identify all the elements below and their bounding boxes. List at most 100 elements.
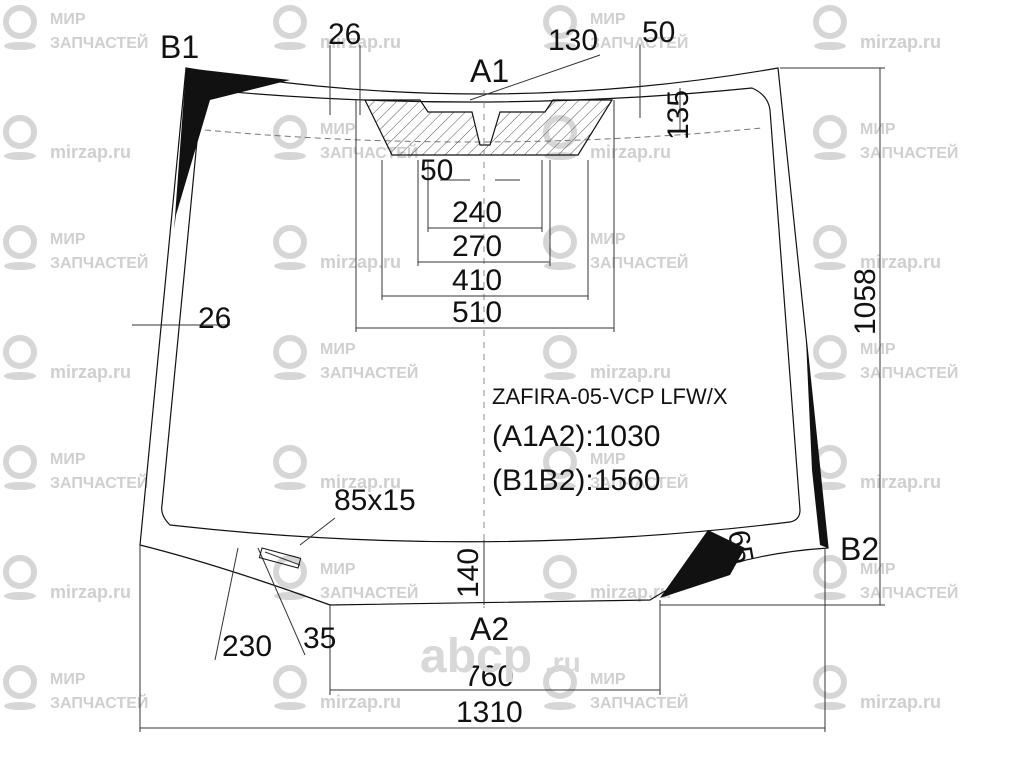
pin-base-shape bbox=[814, 702, 846, 710]
frit-right bbox=[806, 340, 828, 548]
abcp-logo: abcp .ru bbox=[420, 630, 581, 683]
location-pin-icon bbox=[813, 555, 847, 589]
location-pin-icon bbox=[543, 555, 577, 589]
pin-base-shape bbox=[4, 262, 36, 270]
location-pin-icon bbox=[273, 555, 307, 589]
pin-base-shape bbox=[4, 372, 36, 380]
location-pin-icon bbox=[813, 115, 847, 149]
watermark-tile: МИР ЗАПЧАСТЕЙ bbox=[3, 225, 148, 272]
watermark-mirzap: mirzap.ru bbox=[860, 472, 941, 492]
label-area bbox=[258, 547, 302, 569]
pin-base-shape bbox=[274, 482, 306, 490]
dim-width-1310: 1310 bbox=[456, 696, 523, 729]
watermark-zapchastey: ЗАПЧАСТЕЙ bbox=[50, 33, 148, 52]
dim-85x15: 85x15 bbox=[334, 484, 416, 517]
location-pin-icon bbox=[273, 115, 307, 149]
watermark-zapchastey: ЗАПЧАСТЕЙ bbox=[860, 583, 958, 602]
model-code: ZAFIRA-05-VCP LFW/X bbox=[492, 384, 728, 409]
watermark-zapchastey: ЗАПЧАСТЕЙ bbox=[860, 363, 958, 382]
watermark-mir: МИР bbox=[320, 121, 356, 138]
watermark-tile: mirzap.ru bbox=[273, 225, 401, 272]
watermark-mirzap: mirzap.ru bbox=[320, 252, 401, 272]
point-b1: B1 bbox=[160, 29, 199, 65]
location-pin-icon bbox=[813, 665, 847, 699]
watermark-tile: МИР ЗАПЧАСТЕЙ bbox=[543, 445, 688, 492]
location-pin-icon bbox=[543, 335, 577, 369]
location-pin-icon bbox=[543, 225, 577, 259]
watermark-zapchastey: ЗАПЧАСТЕЙ bbox=[320, 583, 418, 602]
watermark-mirzap: mirzap.ru bbox=[50, 362, 131, 382]
pin-base-shape bbox=[544, 592, 576, 600]
watermark-zapchastey: ЗАПЧАСТЕЙ bbox=[590, 473, 688, 492]
pin-base-shape bbox=[814, 592, 846, 600]
location-pin-icon bbox=[273, 335, 307, 369]
pin-base-shape bbox=[4, 42, 36, 50]
dim-760: 760 bbox=[464, 660, 514, 693]
dim-top-left-26: 26 bbox=[328, 18, 361, 51]
watermark-mirzap: mirzap.ru bbox=[320, 692, 401, 712]
svg-text:abcp: abcp bbox=[420, 630, 532, 683]
watermark-tile: mirzap.ru bbox=[273, 5, 401, 52]
location-pin-icon bbox=[3, 5, 37, 39]
watermark-mirzap: mirzap.ru bbox=[590, 362, 671, 382]
inner-boundary bbox=[161, 87, 801, 543]
location-pin-icon bbox=[3, 555, 37, 589]
pin-base-shape bbox=[814, 152, 846, 160]
watermark-mir: МИР bbox=[860, 341, 896, 358]
location-pin-icon bbox=[543, 445, 577, 479]
pin-base-shape bbox=[274, 42, 306, 50]
watermark-mir: МИР bbox=[590, 451, 626, 468]
watermark-tile: mirzap.ru bbox=[273, 445, 401, 492]
point-a2: A2 bbox=[470, 611, 509, 647]
dim-left-26: 26 bbox=[198, 302, 231, 335]
svg-text:.ru: .ru bbox=[545, 647, 581, 678]
dim-230: 230 bbox=[222, 630, 272, 663]
watermark-tile: МИР ЗАПЧАСТЕЙ bbox=[543, 225, 688, 272]
location-pin-icon bbox=[813, 335, 847, 369]
watermark-mir: МИР bbox=[50, 231, 86, 248]
b1b2-size: (B1B2):1560 bbox=[492, 464, 660, 497]
point-a1: A1 bbox=[470, 53, 509, 89]
watermark-tile: mirzap.ru bbox=[813, 225, 941, 272]
location-pin-icon bbox=[3, 335, 37, 369]
watermark-mirzap: mirzap.ru bbox=[320, 472, 401, 492]
pin-base-shape bbox=[274, 152, 306, 160]
watermark-tile: mirzap.ru bbox=[543, 335, 671, 382]
location-pin-icon bbox=[543, 5, 577, 39]
watermark-mir: МИР bbox=[860, 121, 896, 138]
point-b2: B2 bbox=[840, 531, 879, 567]
watermark-tile: mirzap.ru bbox=[813, 445, 941, 492]
location-pin-icon bbox=[3, 665, 37, 699]
location-pin-icon bbox=[273, 5, 307, 39]
watermark-mirzap: mirzap.ru bbox=[590, 142, 671, 162]
pin-base-shape bbox=[274, 702, 306, 710]
dim-65: 65 bbox=[721, 527, 759, 566]
watermark-zapchastey: ЗАПЧАСТЕЙ bbox=[590, 253, 688, 272]
dim-top-130: 130 bbox=[548, 24, 598, 57]
location-pin-icon bbox=[813, 5, 847, 39]
pin-base-shape bbox=[274, 372, 306, 380]
pin-base-shape bbox=[274, 262, 306, 270]
watermark-mir: МИР bbox=[320, 341, 356, 358]
location-pin-icon bbox=[543, 665, 577, 699]
dim-height-1058: 1058 bbox=[849, 268, 882, 335]
watermark-mir: МИР bbox=[590, 231, 626, 248]
pin-base-shape bbox=[544, 482, 576, 490]
watermark-zapchastey: ЗАПЧАСТЕЙ bbox=[50, 253, 148, 272]
location-pin-icon bbox=[3, 115, 37, 149]
dim-240: 240 bbox=[452, 196, 502, 229]
watermark-tile: mirzap.ru bbox=[813, 5, 941, 52]
pin-base-shape bbox=[4, 482, 36, 490]
dim-410: 410 bbox=[452, 264, 502, 297]
pin-base-shape bbox=[4, 702, 36, 710]
location-pin-icon bbox=[3, 445, 37, 479]
watermark-tile: mirzap.ru bbox=[3, 335, 131, 382]
dim-sensor-50: 50 bbox=[420, 154, 453, 187]
watermark-zapchastey: ЗАПЧАСТЕЙ bbox=[590, 693, 688, 712]
